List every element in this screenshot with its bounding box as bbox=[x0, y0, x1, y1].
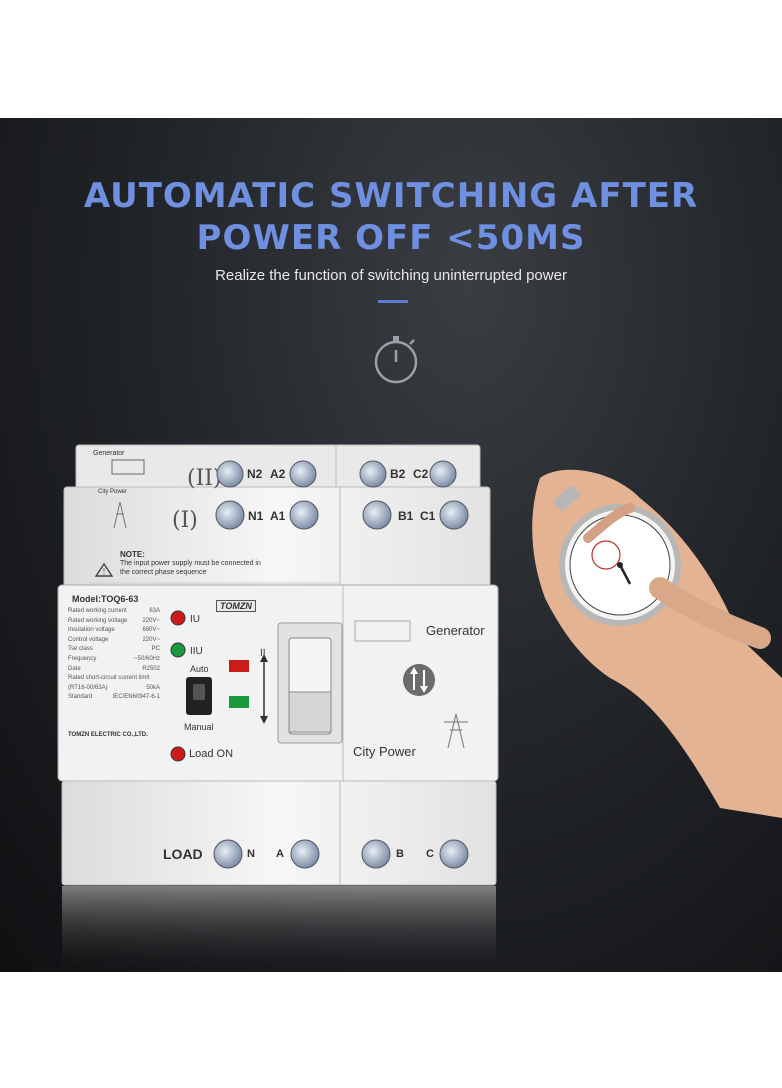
manual-label: Manual bbox=[184, 722, 214, 732]
headline-line-2: POWER OFF <50MS bbox=[196, 218, 586, 258]
position-ii-label: II bbox=[260, 648, 266, 659]
product-banner: AUTOMATIC SWITCHING AFTER POWER OFF <50M… bbox=[0, 118, 782, 972]
indicator-iu-label: IU bbox=[190, 614, 200, 625]
note-text-2: the correct phase sequence bbox=[120, 569, 207, 576]
maker-label: TOMZN ELECTRIC CO.,LTD. bbox=[68, 732, 148, 738]
load-on-label: Load ON bbox=[189, 748, 234, 760]
terminal-n2: N2 bbox=[247, 467, 263, 481]
note-title: NOTE: bbox=[120, 550, 145, 559]
terminal-n: N bbox=[247, 848, 255, 860]
terminal-b1: B1 bbox=[398, 509, 414, 523]
terminal-a2: A2 bbox=[270, 467, 286, 481]
terminal-c1: C1 bbox=[420, 509, 436, 523]
terminal-a: A bbox=[276, 848, 284, 860]
indicator-iiu-label: IIU bbox=[190, 646, 203, 657]
stopwatch-icon bbox=[374, 336, 418, 384]
note-text-1: The input power supply must be connected… bbox=[120, 560, 261, 567]
brand-logo: TOMZN bbox=[216, 600, 256, 612]
terminal-c2: C2 bbox=[413, 467, 429, 481]
rating-row: Frequency~50/60Hz bbox=[68, 655, 160, 662]
headline-line-1: AUTOMATIC SWITCHING AFTER bbox=[83, 176, 699, 216]
generator-label: Generator bbox=[426, 623, 485, 638]
terminal-n1: N1 bbox=[248, 509, 264, 523]
transfer-arrows-icon bbox=[403, 664, 435, 696]
auto-label: Auto bbox=[190, 664, 209, 674]
subtitle: Realize the function of switching uninte… bbox=[215, 267, 567, 284]
position-i-label: I bbox=[262, 714, 265, 725]
rating-row: Rated short-circuit current limit bbox=[68, 675, 150, 682]
terminal-a1: A1 bbox=[270, 509, 286, 523]
accent-divider bbox=[378, 300, 408, 303]
model-label: Model:TOQ6-63 bbox=[72, 594, 139, 604]
terminal-c: C bbox=[426, 848, 434, 860]
ats-device: ! (II) (I) bbox=[57, 444, 782, 972]
rating-row: (RT16-00/63A)50kA bbox=[68, 684, 160, 691]
city-power-label: City Power bbox=[353, 744, 416, 759]
svg-text:(II): (II) bbox=[187, 466, 222, 491]
load-label: LOAD bbox=[163, 846, 203, 862]
city-power-small-label: City Power bbox=[98, 489, 128, 495]
generator-small-label: Generator bbox=[93, 450, 125, 457]
svg-text:!: ! bbox=[103, 567, 105, 576]
svg-text:(I): (I) bbox=[172, 508, 198, 533]
terminal-b2: B2 bbox=[390, 467, 406, 481]
terminal-b: B bbox=[396, 848, 404, 860]
